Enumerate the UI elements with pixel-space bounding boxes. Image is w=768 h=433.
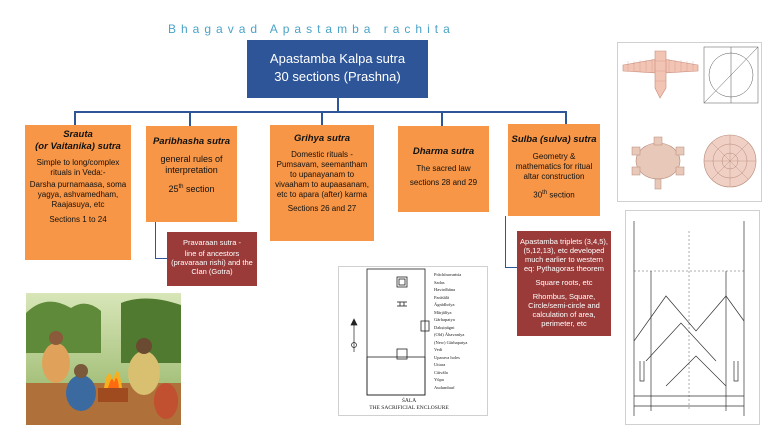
grihya-description: Domestic rituals - Pumsavam, seemantham … <box>275 150 369 199</box>
dharma-description: The sacred law <box>416 164 471 173</box>
pravaraan-sutra-box: Pravaraan sutra - line of ancestors (pra… <box>167 232 257 286</box>
dharma-title: Dharma sutra <box>412 146 475 157</box>
sala-caption-title: ŚĀLĀ <box>401 398 417 404</box>
sala-legend-item-7: Gārhapatya <box>434 317 455 322</box>
pravaraan-title: Pravaraan sutra - <box>183 238 241 247</box>
falcon-altar-icon <box>622 50 699 99</box>
sulba-section-sup: th <box>542 190 548 196</box>
pravaraan-description: line of ancestors (pravaraan rishi) and … <box>171 249 253 276</box>
dharma-sutra-box: Dharma sutra The sacred law sections 28 … <box>398 126 489 212</box>
sage-figures <box>42 331 178 419</box>
page-title: Bhagavad Apastamba rachita <box>168 22 455 36</box>
sala-legend-item-5: Āgnīdhrīya <box>434 302 455 307</box>
connector-horizontal <box>74 111 565 113</box>
sala-legend-item-15: Yūpa <box>434 377 444 382</box>
altar-shapes-image <box>617 42 762 202</box>
paribhasha-title: Paribhasha sutra <box>152 136 231 147</box>
geometric-construction-icon <box>703 46 759 104</box>
connector-paribhasha <box>189 111 191 126</box>
connector-apastamba-h <box>505 267 517 268</box>
sala-caption: ŚĀLĀ THE SACRIFICIAL ENCLOSURE <box>359 398 459 412</box>
sulba-title: Sulba (sulva) sutra <box>511 134 597 145</box>
root-node-kalpa-sutra: Apastamba Kalpa sutra 30 sections (Prash… <box>247 40 428 98</box>
paribhasha-section-sup: th <box>178 184 184 190</box>
apastamba-shapes-area: Rhombus, Square, Circle/semi-circle and … <box>528 292 600 328</box>
sala-legend-item-12: Uparava holes <box>434 354 460 360</box>
srauta-sections: Sections 1 to 24 <box>49 215 107 224</box>
sala-legend-item-1: Prāchīnavaṁśa <box>434 272 462 277</box>
apastamba-triplets-text: Apastamba triplets (3,4,5), (5,12,13), e… <box>520 237 608 273</box>
sulba-sutra-box: Sulba (sulva) sutra Geometry & mathemati… <box>508 124 600 216</box>
sala-legend-item-9: (Old) Āhavanīya <box>434 332 465 337</box>
sala-legend-item-6: Mārjālīya <box>434 309 452 315</box>
sala-plan-svg <box>350 268 430 396</box>
srauta-title: Srauta <box>63 129 93 140</box>
paribhasha-section: 25th section <box>149 182 234 194</box>
dharma-sections: sections 28 and 29 <box>409 178 478 187</box>
altar-shapes-drawing <box>622 46 759 190</box>
sala-legend-item-14: Cātvāla <box>434 369 448 375</box>
sala-legend-item-8: Dakṣiṇāgni <box>434 324 455 330</box>
sala-legend: Prāchīnavaṁśa Sadas Havirdhāna Parāśālā … <box>434 271 488 391</box>
sala-legend-item-16: Audumbarī <box>434 384 455 390</box>
root-line-1: Apastamba Kalpa sutra <box>269 51 406 66</box>
connector-pravaraan-h <box>155 258 167 259</box>
sulba-description: Geometry & mathematics for ritual altar … <box>515 152 593 181</box>
paribhasha-sutra-box: Paribhasha sutra general rules of interp… <box>146 126 237 222</box>
sala-legend-item-10: (New) Gārhapatya <box>434 339 468 345</box>
sala-legend-item-13: Uttara <box>434 362 446 367</box>
root-line-2: 30 sections (Prashna) <box>274 69 401 84</box>
grihya-sections: Sections 26 and 27 <box>287 204 357 213</box>
sulba-section: 30th section <box>511 188 597 201</box>
srauta-description: Simple to long/complex rituals in Veda:- <box>36 158 120 177</box>
connector-root-down <box>337 98 339 112</box>
apastamba-triplets-box: Apastamba triplets (3,4,5), (5,12,13), e… <box>517 231 611 336</box>
connector-srauta <box>74 111 76 125</box>
paribhasha-description: general rules of interpretation <box>160 154 223 175</box>
circular-altar-icon <box>703 134 757 188</box>
fire-altar-icon <box>98 371 128 402</box>
triangle-construction-svg <box>633 221 745 416</box>
sala-legend-item-3: Havirdhāna <box>434 287 455 292</box>
sala-legend-item-11: Vedi <box>434 347 443 352</box>
srauta-subtitle: (or Vaitanika) sutra <box>35 141 121 152</box>
connector-pravaraan-v <box>155 222 156 259</box>
grihya-title: Grihya sutra <box>294 133 350 144</box>
sala-caption-subtitle: THE SACRIFICIAL ENCLOSURE <box>369 405 449 411</box>
connector-dharma <box>441 111 443 126</box>
sala-legend-item-4: Parāśālā <box>434 294 449 300</box>
grihya-sutra-box: Grihya sutra Domestic rituals - Pumsavam… <box>270 125 374 241</box>
connector-apastamba-v <box>505 216 506 268</box>
sala-legend-item-2: Sadas <box>434 279 445 285</box>
fire-ritual-painting <box>26 293 181 425</box>
sulba-section-word: section <box>547 190 575 200</box>
sulba-section-num: 30 <box>533 190 543 200</box>
connector-grihya <box>321 111 323 125</box>
paribhasha-section-word: section <box>183 184 215 194</box>
sala-enclosure-diagram: Prāchīnavaṁśa Sadas Havirdhāna Parāśālā … <box>338 266 488 416</box>
srauta-examples: Darsha purnamaasa, soma yagya, ashvamedh… <box>29 180 127 209</box>
fire-ritual-illustration <box>26 293 181 425</box>
tortoise-altar-icon <box>631 136 685 190</box>
apastamba-square-roots: Square roots, etc <box>535 278 593 287</box>
connector-sulba <box>565 111 567 124</box>
triangle-construction-drawing <box>625 210 760 425</box>
paribhasha-section-num: 25 <box>168 184 179 194</box>
srauta-sutra-box: Srauta (or Vaitanika) sutra Simple to lo… <box>25 125 131 260</box>
